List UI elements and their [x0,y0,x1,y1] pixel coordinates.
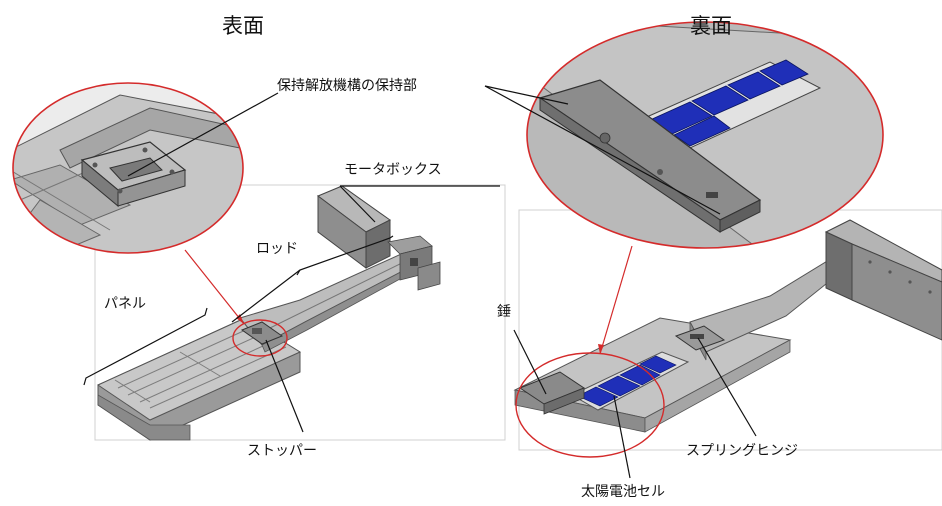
back-view-title: 裏面 [690,14,732,38]
holder-label: 保持解放機構の保持部 [277,78,417,94]
motor-box-label: モータボックス [344,162,442,178]
leader-lines [83,85,757,479]
holder-leader-left [127,92,279,177]
weight-label: 錘 [497,304,511,320]
front-view-title: 表面 [222,14,264,38]
front-view [94,184,506,441]
holder-leader-right-2 [484,85,721,215]
front-stopper-highlight [232,319,288,357]
stopper-label: ストッパー [247,443,317,459]
back-view [513,209,942,458]
rod-bracket [296,235,394,276]
weight-leader [513,329,547,395]
rod-label: ロッド [256,241,298,257]
motor-box-leader [339,185,376,223]
spring-hinge-label: スプリングヒンジ [686,443,798,459]
solar-cell-leader [613,395,631,479]
panel-bracket [83,307,208,386]
holder-leader-right-1 [484,85,569,105]
back-panel-highlight [515,352,665,458]
panel-label: パネル [104,296,146,312]
motor-box-front [365,219,391,269]
solar-cell-label: 太陽電池セル [581,484,665,500]
front-view-frame [94,184,506,441]
front-panel-top [96,317,302,421]
front-callout-connector [184,249,245,325]
front-zoom-outline [12,82,244,254]
spring-hinge-leader [697,337,757,437]
rod-leader [231,269,301,323]
back-callout-connector [599,245,633,355]
front-zoom-callout [12,82,244,254]
back-zoom-outline [526,21,884,249]
stopper-leader [265,339,304,433]
front-panel-edge [97,394,191,441]
back-zoom-callout [526,21,884,249]
